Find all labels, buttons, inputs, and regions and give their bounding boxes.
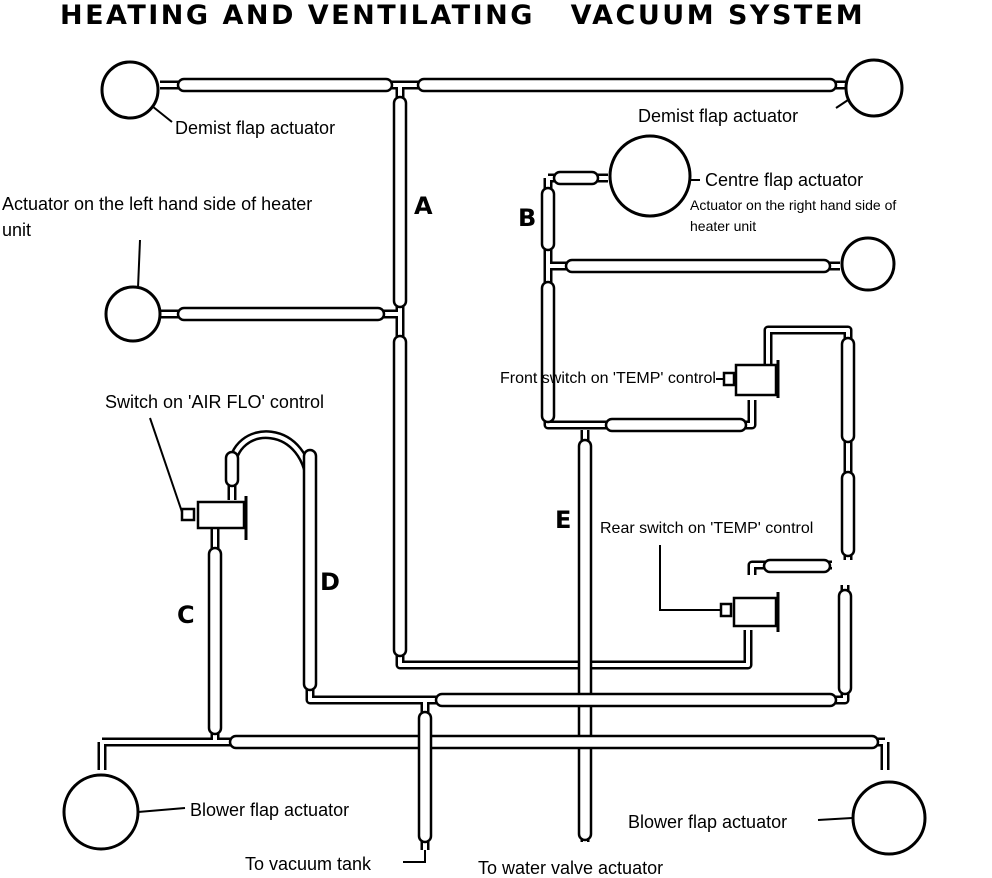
pipe-letter-c: C xyxy=(177,601,195,629)
hose-air-flo-top xyxy=(224,450,240,488)
label-blower-right: Blower flap actuator xyxy=(628,812,787,832)
hose-e xyxy=(577,438,593,842)
label-water-valve: To water valve actuator xyxy=(478,858,663,878)
label-demist-right: Demist flap actuator xyxy=(638,106,798,126)
leader-left-actuator xyxy=(137,239,141,289)
leader-vacuum-tank xyxy=(403,850,426,863)
label-centre-flap: Centre flap actuator xyxy=(705,170,863,190)
pipe-letter-e: E xyxy=(555,506,571,534)
hose-blower-bar xyxy=(228,734,880,750)
rear-switch-knob xyxy=(719,602,733,618)
pipe-letter-b: B xyxy=(518,204,536,232)
centre-flap-actuator xyxy=(608,134,692,218)
front-switch-knob xyxy=(722,371,736,387)
hose-right-actuator xyxy=(564,258,832,274)
demist-flap-actuator-left xyxy=(100,60,160,120)
hose-right-vertical-mid xyxy=(840,470,856,558)
blower-flap-actuator-right xyxy=(851,780,927,856)
label-actuator-left-1: Actuator on the left hand side of heater xyxy=(2,194,312,214)
label-vacuum-tank: To vacuum tank xyxy=(245,854,372,874)
label-actuator-left-2: unit xyxy=(2,220,31,240)
hose-right-vertical-upper xyxy=(840,336,856,444)
label-rear-switch: Rear switch on 'TEMP' control xyxy=(600,520,813,537)
hose-left-actuator xyxy=(176,306,386,322)
left-hand-actuator xyxy=(104,285,162,343)
hose-d-bottom xyxy=(434,692,838,708)
air-flo-switch-body xyxy=(196,500,246,530)
leader-blower-left xyxy=(137,807,186,813)
diagram-title: HEATING AND VENTILATING VACUUM SYSTEM xyxy=(60,0,865,31)
blower-flap-actuator-left xyxy=(62,773,140,851)
hose-demist-left xyxy=(176,77,394,93)
label-demist-left: Demist flap actuator xyxy=(175,118,335,138)
hose-rear-switch xyxy=(762,558,832,574)
leader-demist-right xyxy=(835,99,849,109)
leader-air-flo xyxy=(149,417,183,513)
label-blower-left: Blower flap actuator xyxy=(190,800,349,820)
pipe-letter-a: A xyxy=(414,192,433,220)
air-flo-switch-knob xyxy=(180,507,196,522)
hose-a-upper xyxy=(392,95,408,309)
label-air-flo-switch: Switch on 'AIR FLO' control xyxy=(105,392,324,412)
actuators xyxy=(62,58,927,856)
leader-rear-switch xyxy=(659,545,721,611)
rear-switch-body xyxy=(732,596,778,628)
hose-c xyxy=(207,546,223,736)
hose-b-lower xyxy=(540,280,556,424)
hose-sections xyxy=(176,77,880,844)
front-temp-switch xyxy=(722,360,780,398)
rear-temp-switch xyxy=(719,592,780,632)
label-actuator-right-1: Actuator on the right hand side of xyxy=(690,197,896,213)
demist-flap-actuator-right xyxy=(844,58,904,118)
leader-demist-left xyxy=(151,105,173,123)
pipe-letter-d: D xyxy=(320,568,340,596)
leader-lines xyxy=(137,99,853,863)
hose-a-lower xyxy=(392,334,408,658)
leader-blower-right xyxy=(817,817,853,821)
hose-right-vertical-lower xyxy=(837,588,853,696)
hose-vacuum-tank xyxy=(417,710,433,844)
right-hand-actuator xyxy=(840,236,896,292)
hose-centre-flap xyxy=(552,170,600,186)
hose-b-upper xyxy=(540,186,556,252)
hose-d-vertical xyxy=(302,448,318,692)
air-flo-switch xyxy=(180,496,248,540)
hose-front-switch xyxy=(604,417,748,433)
front-switch-body xyxy=(734,363,778,397)
label-actuator-right-2: heater unit xyxy=(690,218,756,234)
hose-demist-right xyxy=(416,77,838,93)
label-front-switch: Front switch on 'TEMP' control xyxy=(500,370,716,387)
